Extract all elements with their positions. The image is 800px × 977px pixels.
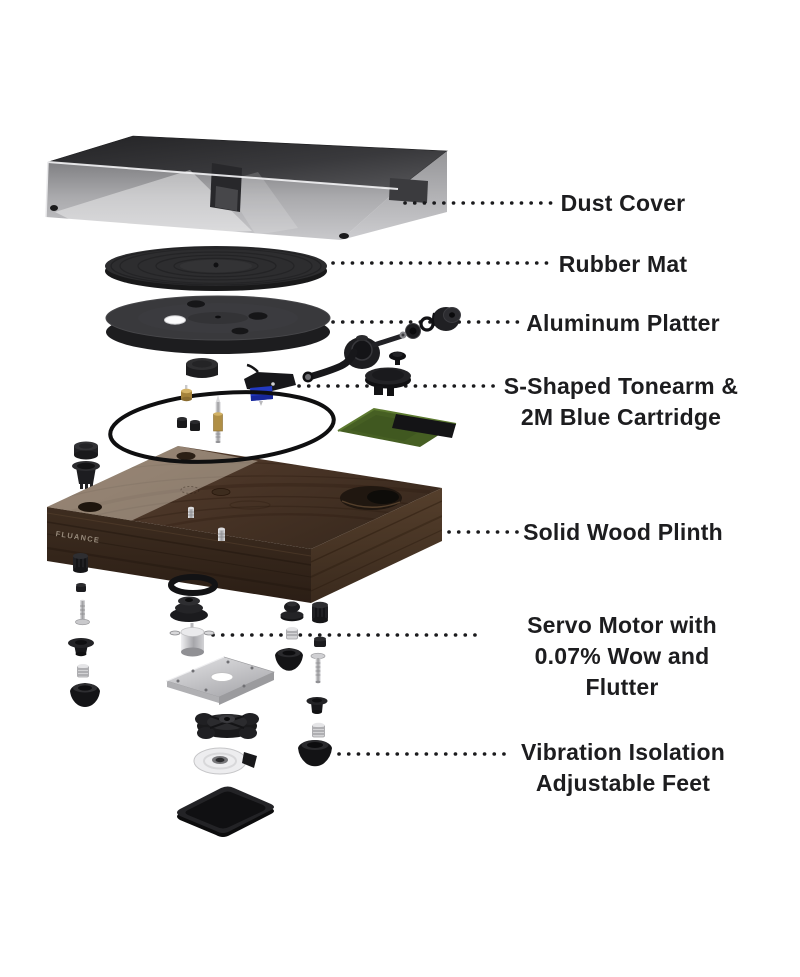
labels: Dust Cover Rubber Mat Aluminum Platter S…	[504, 190, 739, 796]
label-rubber-mat: Rubber Mat	[559, 251, 688, 277]
plinth-pin	[218, 527, 225, 541]
plinth-pin	[188, 506, 194, 518]
spring-part	[77, 664, 89, 678]
label-wood-plinth: Solid Wood Plinth	[523, 519, 723, 545]
platter-hole	[187, 300, 205, 308]
isolation-foot-labeled-part	[298, 740, 332, 767]
motor-washer	[203, 630, 215, 636]
counterweight-part	[405, 307, 461, 339]
label-servo-line-3: Flutter	[586, 674, 659, 700]
rubber-mat-part	[105, 246, 327, 291]
isolation-foot-part	[275, 648, 303, 671]
isolation-barrel-part	[73, 553, 88, 573]
stylus-icon	[259, 401, 263, 406]
aluminum-platter-part	[105, 295, 331, 354]
plinth-part: FLUANCE	[47, 446, 442, 603]
mat-spindle-hole	[213, 262, 219, 268]
tonearm-rear-shaft	[371, 333, 405, 348]
grommet-knob-part	[280, 601, 304, 622]
nut-part	[76, 583, 86, 592]
plinth-left-hole	[78, 502, 102, 512]
center-hardware	[166, 574, 275, 837]
servo-motor-part	[169, 623, 215, 657]
isolation-barrel-part	[312, 601, 328, 624]
motor-mounting-plate-part	[166, 656, 275, 705]
pcb-bracket	[392, 414, 456, 438]
dust-cover-hinge-right-icon	[389, 178, 428, 203]
grommet-part	[306, 697, 328, 714]
nut-part	[314, 636, 326, 647]
pulley-hub-part	[170, 596, 208, 622]
hinge-cup-part	[72, 461, 100, 489]
tonearm-tube	[305, 348, 358, 381]
platter-through-hole	[164, 315, 186, 325]
dust-cover-part	[45, 135, 448, 240]
label-tonearm-line-2: 2M Blue Cartridge	[521, 404, 721, 430]
spring-part	[286, 627, 298, 640]
motor-housing-impeller-part	[195, 713, 259, 739]
label-aluminum-platter: Aluminum Platter	[526, 310, 720, 336]
plinth-belt-hole	[176, 452, 196, 460]
motor-pulley-brass-icon	[181, 385, 192, 402]
isolation-foot-part	[70, 683, 100, 707]
dust-cover-hinge-inner	[215, 186, 238, 211]
dust-cover-foot-nub	[50, 205, 58, 211]
bottom-tray-part	[177, 786, 274, 837]
motor-washer	[169, 630, 181, 636]
platter-hole	[248, 312, 268, 320]
dust-cover-foot-nub	[339, 233, 349, 239]
tonearm-part	[244, 331, 411, 406]
spring-part	[312, 722, 325, 738]
spindle-brass-collar	[213, 413, 223, 432]
plinth-top-face	[47, 446, 442, 549]
spindle-adapter-part	[186, 358, 218, 378]
label-feet-line-2: Adjustable Feet	[536, 770, 710, 796]
spindle-part	[213, 395, 223, 443]
label-feet-line-1: Vibration Isolation	[521, 739, 725, 765]
platter-hole	[231, 327, 249, 335]
plinth-right-face	[311, 488, 442, 603]
label-servo-line-2: 0.07% Wow and	[535, 643, 710, 669]
anti-skate-knob-icon	[395, 357, 400, 365]
c-ring-icon	[419, 316, 435, 332]
dust-cover-reflection	[55, 170, 252, 237]
left-hardware-column	[68, 553, 100, 707]
disc-cleat-icon	[242, 752, 257, 768]
washer-disc-part	[193, 747, 257, 775]
plinth-front-face	[47, 507, 311, 603]
right-hardware-columns	[275, 601, 332, 767]
plinth-center-recess	[211, 488, 231, 496]
screw-part	[310, 652, 326, 684]
pcb-part	[337, 407, 457, 447]
label-servo-line-1: Servo Motor with	[527, 612, 717, 638]
hinge-puck-part	[74, 441, 98, 460]
belt-part	[108, 385, 336, 464]
grommet-part	[68, 638, 94, 657]
label-dust-cover: Dust Cover	[561, 190, 686, 216]
gasket-ring-part	[168, 574, 218, 596]
finger-lift-icon	[246, 363, 259, 373]
label-tonearm-line-1: S-Shaped Tonearm &	[504, 373, 739, 399]
clip-parts	[177, 417, 200, 431]
screw-part	[75, 599, 90, 626]
plate-center-hole	[210, 672, 234, 682]
platter-spindle-hole	[215, 315, 221, 319]
headshell	[244, 372, 296, 392]
